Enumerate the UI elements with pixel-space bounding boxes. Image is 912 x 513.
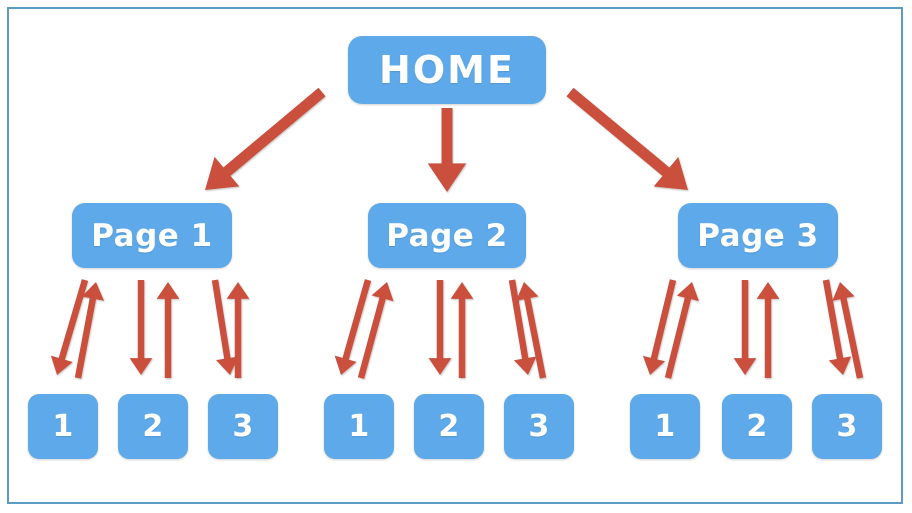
node-page-3-child-1[interactable]: 1 [630, 394, 700, 459]
node-page-1-child-1[interactable]: 1 [28, 394, 98, 459]
node-page-3-child-2[interactable]: 2 [722, 394, 792, 459]
node-page-2[interactable]: Page 2 [368, 203, 526, 268]
node-page-1-child-2[interactable]: 2 [118, 394, 188, 459]
node-page-2-child-1[interactable]: 1 [324, 394, 394, 459]
node-page-1-child-3[interactable]: 3 [208, 394, 278, 459]
node-page-1[interactable]: Page 1 [72, 203, 232, 268]
node-page-3[interactable]: Page 3 [678, 203, 838, 268]
node-page-3-child-3[interactable]: 3 [812, 394, 882, 459]
node-page-2-child-3[interactable]: 3 [504, 394, 574, 459]
node-page-2-child-2[interactable]: 2 [414, 394, 484, 459]
node-home[interactable]: HOME [348, 36, 546, 104]
